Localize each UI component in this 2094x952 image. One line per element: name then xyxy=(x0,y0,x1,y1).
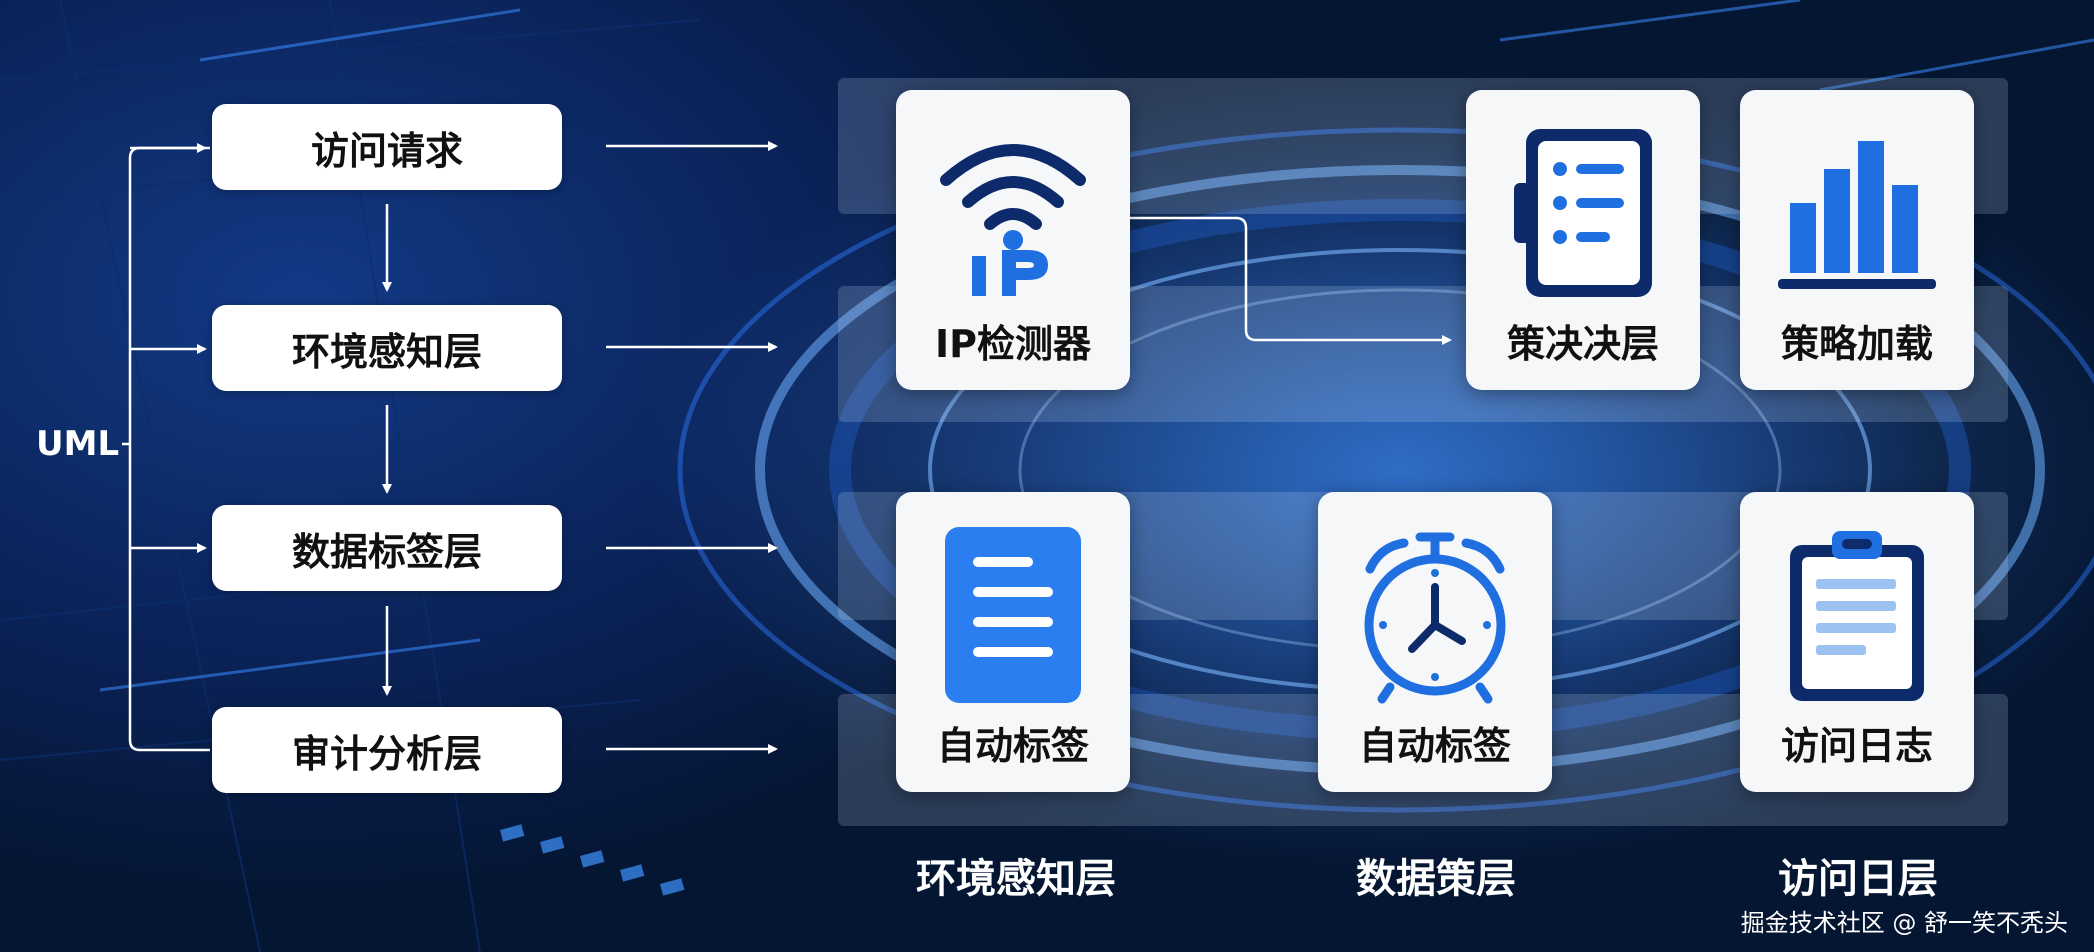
card-strategy-loading: 策略加载 xyxy=(1740,90,1974,390)
card-access-log: 访问日志 xyxy=(1740,492,1974,792)
card-label: 访问日志 xyxy=(1780,724,1933,768)
card-label: 策略加载 xyxy=(1780,322,1933,366)
step-audit-layer: 审计分析层 xyxy=(212,707,562,793)
column-label-environment: 环境感知层 xyxy=(916,856,1116,902)
card-label: 策决决层 xyxy=(1506,322,1659,366)
checklist-icon xyxy=(1514,129,1652,297)
card-auto-label-1: 自动标签 xyxy=(896,492,1130,792)
step-environment-layer: 环境感知层 xyxy=(212,305,562,391)
step-access-request: 访问请求 xyxy=(212,104,562,190)
clipboard-icon xyxy=(1790,531,1924,701)
column-label-data-strategy: 数据策层 xyxy=(1356,856,1516,902)
watermark: 掘金技术社区 @ 舒一笑不秃头 xyxy=(1740,909,2068,937)
card-label: IP检测器 xyxy=(935,322,1091,366)
document-icon xyxy=(945,527,1081,703)
card-label: 自动标签 xyxy=(936,724,1089,768)
step-data-label-layer: 数据标签层 xyxy=(212,505,562,591)
wifi-ip-icon xyxy=(940,144,1086,296)
card-decision-layer: 策决决层 xyxy=(1466,90,1700,390)
bar-chart-icon xyxy=(1778,141,1936,289)
card-ip-detector: IP检测器 xyxy=(896,90,1130,390)
card-auto-label-2: 自动标签 xyxy=(1318,492,1552,792)
uml-label: UML xyxy=(36,424,120,464)
column-label-access: 访问日层 xyxy=(1778,856,1938,902)
card-label: 自动标签 xyxy=(1358,724,1511,768)
alarm-clock-icon xyxy=(1364,532,1506,704)
